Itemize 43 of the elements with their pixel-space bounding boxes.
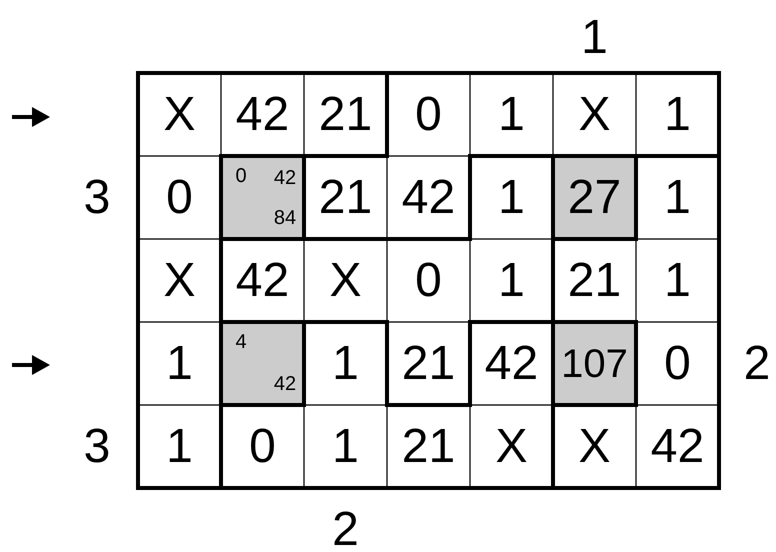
grid-entry: 0 [664, 340, 691, 388]
grid-entry: X [330, 256, 362, 304]
grid-entry: 42 [650, 422, 704, 470]
grid-entry: X [496, 422, 528, 470]
grid-entry: 0 [166, 174, 193, 222]
grid-entry: 107 [561, 344, 628, 384]
clue-number: 2 [332, 506, 359, 552]
grid-entry: 1 [166, 422, 193, 470]
grid-entry: 21 [318, 90, 372, 138]
grid-entry: 1 [664, 90, 691, 138]
grid-entry: 21 [402, 422, 456, 470]
grid-entry: X [578, 422, 610, 470]
grid-entry: 42 [484, 340, 538, 388]
grid-entry: X [164, 256, 196, 304]
corner-note: 84 [274, 208, 296, 228]
grid-entry: 21 [568, 256, 622, 304]
corner-note: 0 [235, 166, 247, 186]
clue-number: 1 [581, 14, 608, 62]
grid-entry: 1 [332, 340, 359, 388]
grid-entry: 1 [498, 256, 525, 304]
grid-entry: 1 [664, 256, 691, 304]
corner-note: 42 [274, 168, 296, 188]
grid-entry: 21 [318, 174, 372, 222]
grid-entry: 27 [568, 174, 622, 222]
grid-entry: X [578, 90, 610, 138]
grid-entry: 1 [664, 174, 691, 222]
grid-entry: 1 [332, 422, 359, 470]
corner-note: 4 [235, 332, 247, 352]
grid-entry: 0 [249, 422, 276, 470]
grid-entry: 1 [498, 174, 525, 222]
grid-entry: X [164, 90, 196, 138]
grid-entry: 0 [415, 90, 442, 138]
corner-note: 42 [274, 374, 296, 394]
grid-entry: 42 [402, 174, 456, 222]
grid-entry: 0 [415, 256, 442, 304]
grid-entry: 42 [236, 256, 290, 304]
grid-entry: 42 [236, 90, 290, 138]
clue-number: 2 [744, 340, 770, 388]
grid-entry: 21 [402, 340, 456, 388]
clue-number: 3 [84, 422, 110, 470]
clue-number: 3 [84, 174, 110, 222]
grid-entry: 1 [166, 340, 193, 388]
grid-entry: 1 [498, 90, 525, 138]
